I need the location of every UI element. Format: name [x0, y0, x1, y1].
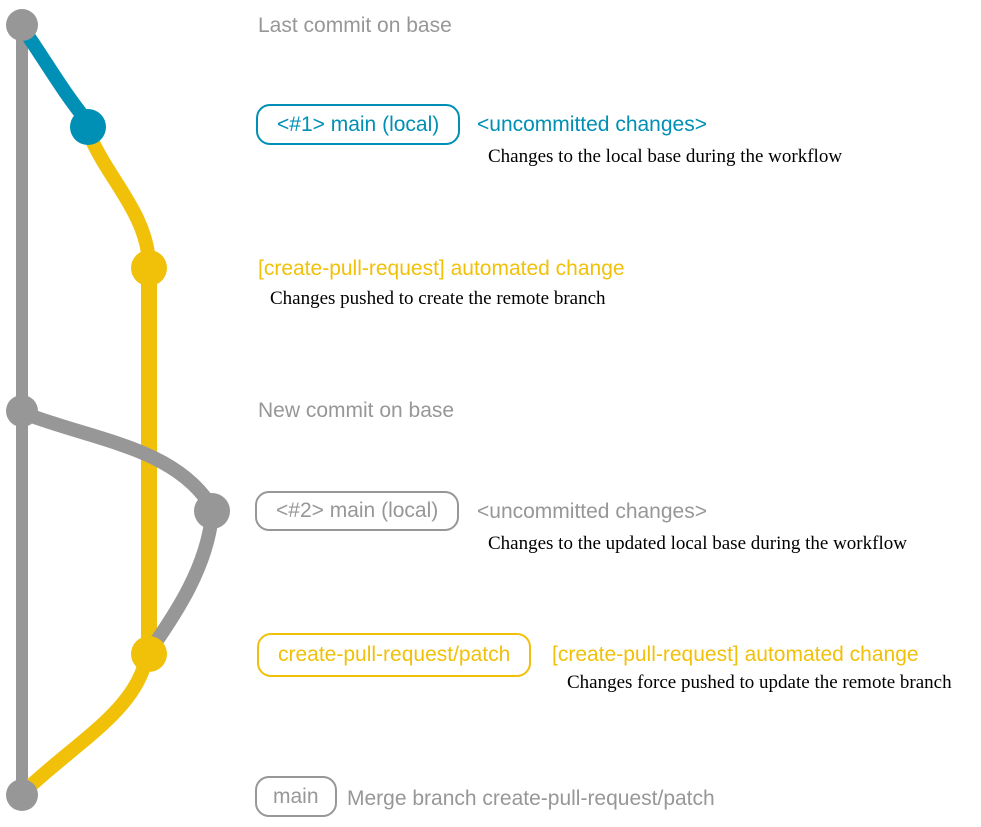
patch-merge-curve [18, 652, 153, 798]
commit-dot-merge [6, 779, 38, 811]
branch-badge-main-text: main [273, 784, 319, 808]
main-local-2-branch-curve [19, 407, 216, 510]
commit-dot-patch-force-push [131, 636, 167, 672]
main-local-1-branch-curve [17, 23, 94, 128]
main-local-2-rebase-curve [144, 508, 219, 656]
new-commit-label: New commit on base [258, 399, 455, 422]
commit-dot-patch-push [131, 250, 167, 286]
commit-dot-last-base [6, 9, 38, 41]
uncommitted-changes-note-1: <uncommitted changes> [477, 113, 707, 136]
branch-badge-main-local-2: <#2> main (local) [255, 491, 460, 531]
uncommitted-changes-note-2: <uncommitted changes> [477, 500, 707, 523]
commit-dot-local-main-2 [194, 493, 230, 529]
branch-badge-main: main [255, 776, 337, 817]
commit-dot-new-base [6, 395, 38, 427]
patch-branch-out-curve [83, 129, 156, 269]
automated-change-note-2: [create-pull-request] automated change [552, 643, 919, 666]
branch-badge-patch-text: create-pull-request/patch [278, 643, 511, 666]
branch-badge-patch: create-pull-request/patch [257, 633, 532, 677]
branch-badge-main-local-1-text: <#1> main (local) [277, 112, 440, 136]
push-create-desc: Changes pushed to create the remote bran… [270, 288, 606, 309]
branch-badge-main-local-2-text: <#2> main (local) [276, 499, 439, 522]
local-base-changes-desc-1: Changes to the local base during the wor… [488, 146, 843, 167]
force-push-desc: Changes force pushed to update the remot… [567, 672, 952, 693]
local-base-changes-desc-2: Changes to the updated local base during… [488, 533, 907, 554]
commit-dot-local-main-1 [70, 109, 106, 145]
automated-change-note-1: [create-pull-request] automated change [258, 257, 625, 280]
merge-branch-label: Merge branch create-pull-request/patch [347, 787, 715, 810]
branch-badge-main-local-1: <#1> main (local) [256, 104, 461, 145]
last-commit-label: Last commit on base [258, 14, 452, 37]
